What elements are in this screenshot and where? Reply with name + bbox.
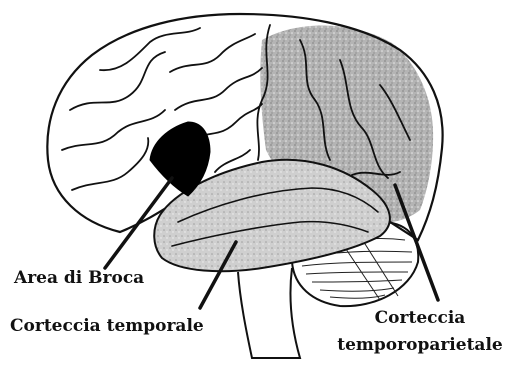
brain-stem [238,268,300,358]
broca-area-label: Area di Broca [14,268,144,288]
temporal-cortex-label: Corteccia temporale [10,316,204,336]
temporoparietal-label-line1: Corteccia [330,305,510,332]
temporoparietal-cortex-label: Corteccia temporoparietale [330,305,510,359]
temporoparietal-label-line2: temporoparietale [330,332,510,359]
